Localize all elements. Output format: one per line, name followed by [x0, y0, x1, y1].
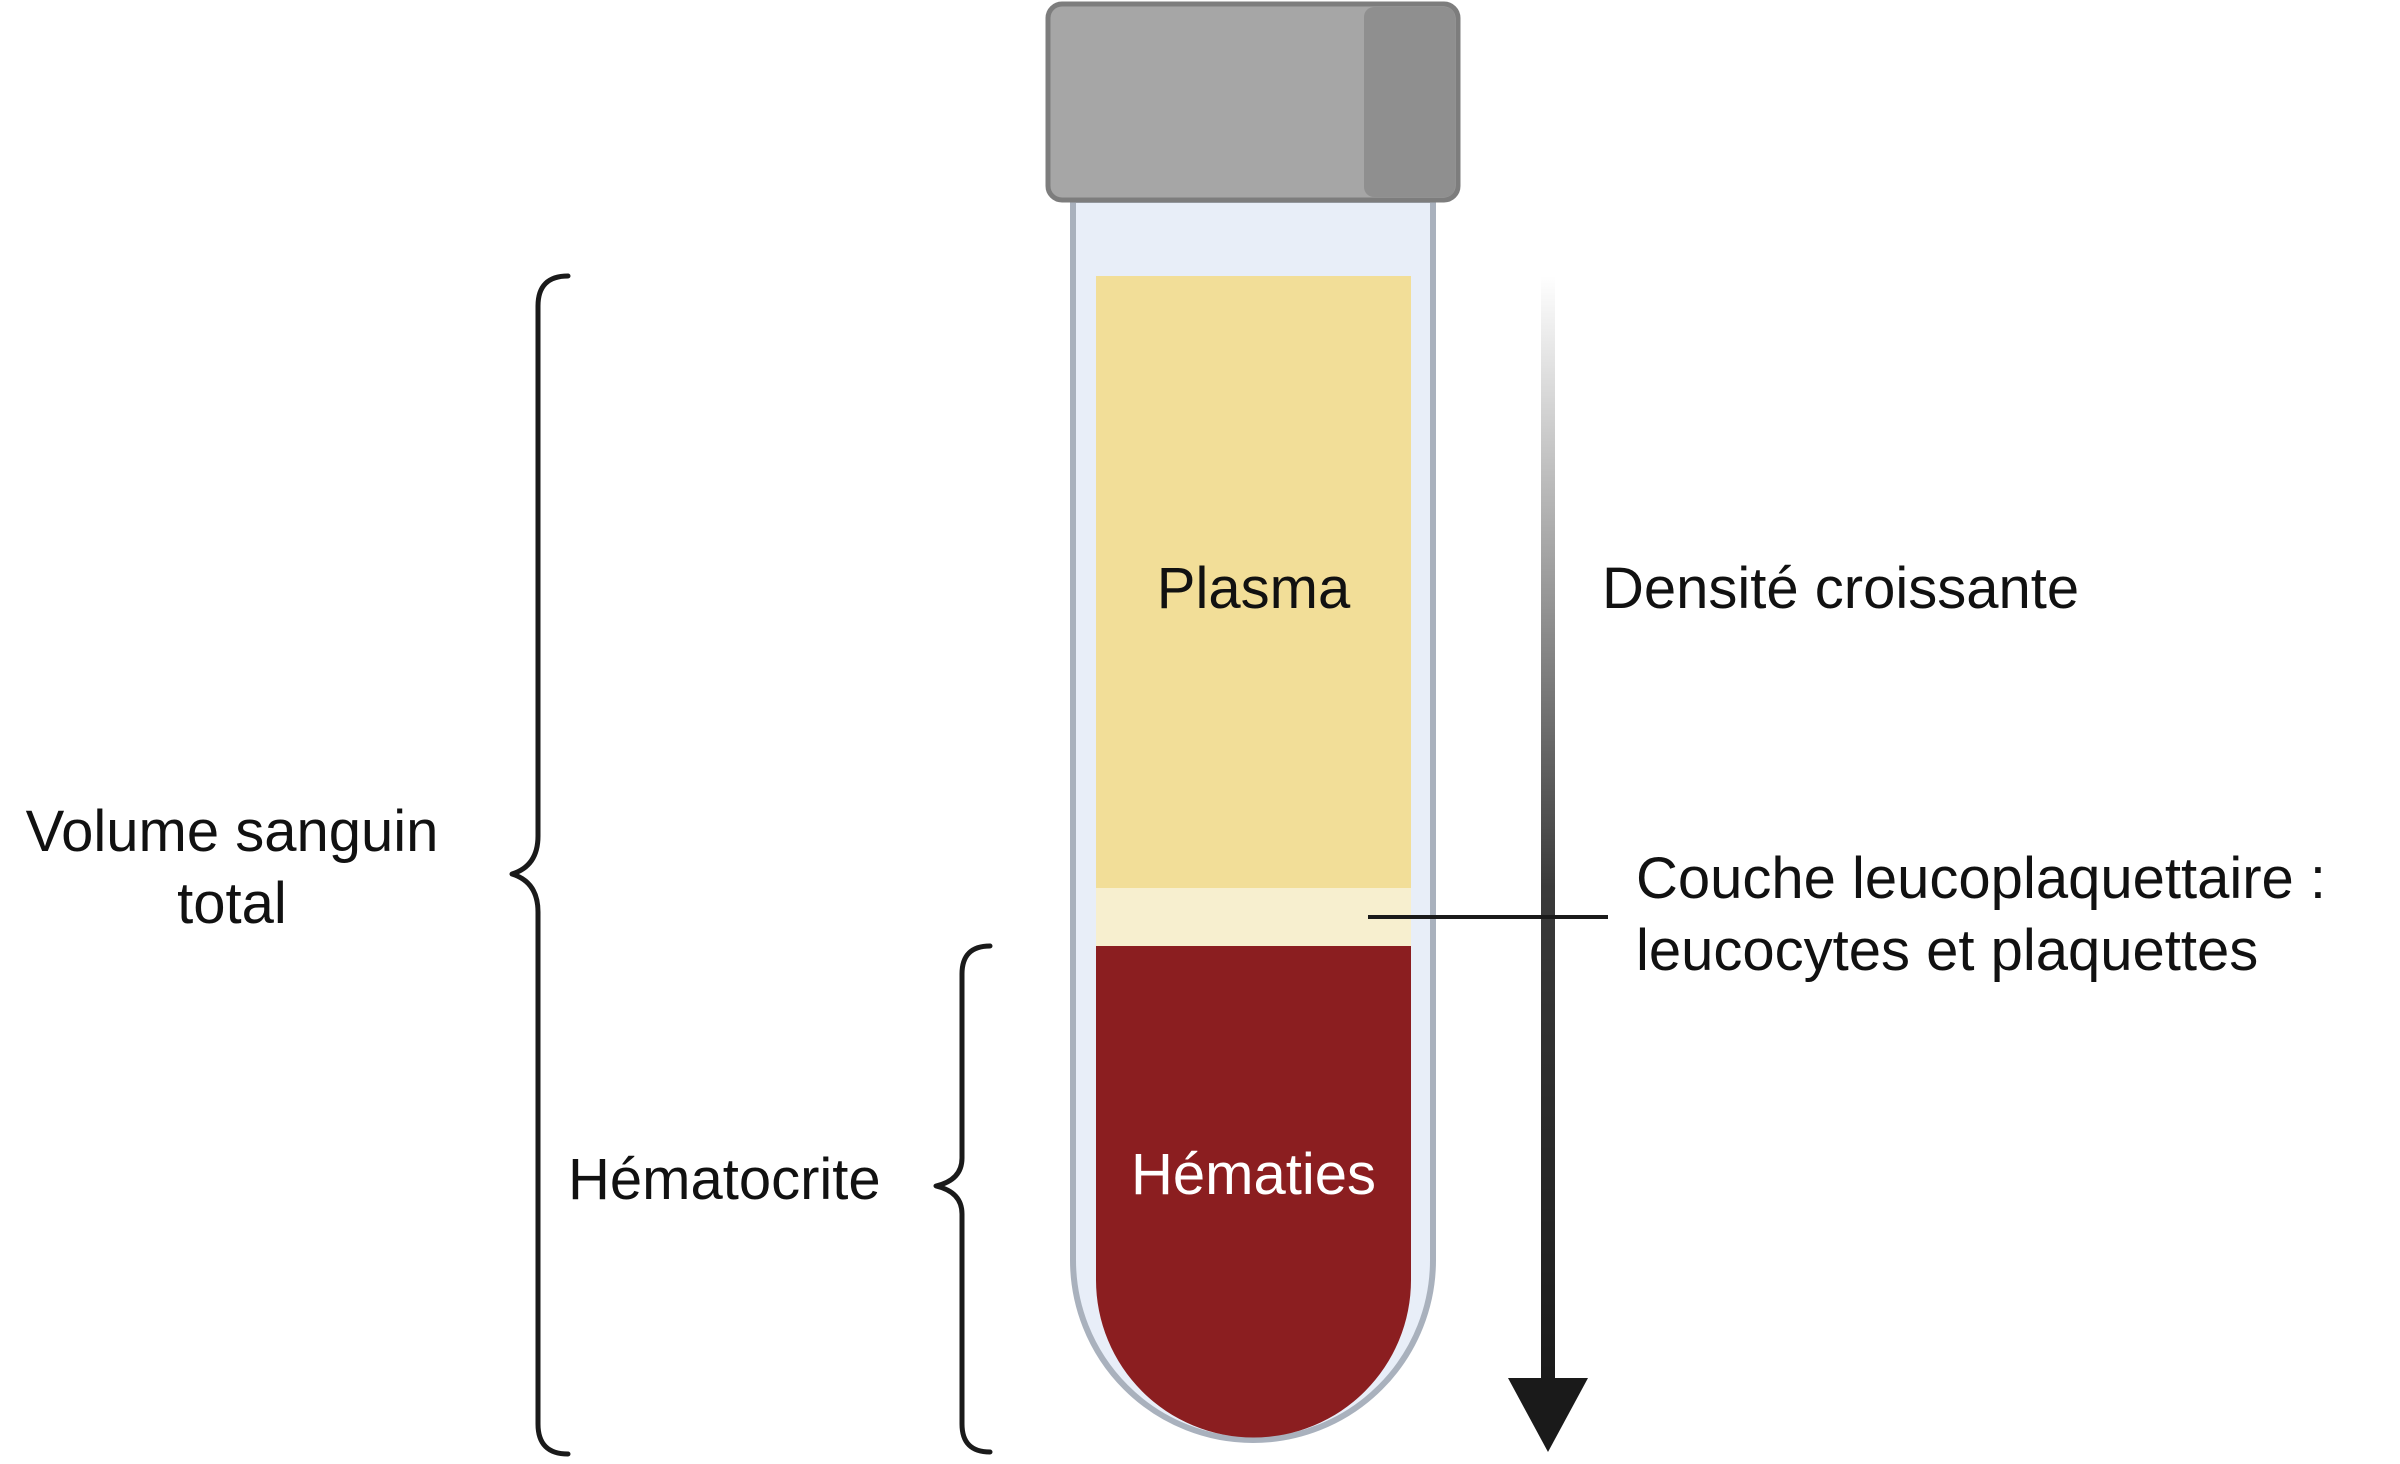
total-volume-label-line2: total	[177, 871, 287, 936]
total-volume-label: Volume sanguin total	[0, 796, 464, 940]
tube-cap	[1045, 1, 1461, 203]
buffy-coat-label-line2: leucocytes et plaquettes	[1636, 918, 2259, 983]
plasma-layer	[1096, 276, 1411, 888]
hematies-layer	[1096, 946, 1411, 1438]
density-arrow-head	[1508, 1378, 1588, 1452]
density-arrow-shaft	[1541, 276, 1555, 1388]
buffy-coat-label: Couche leucoplaquettaire : leucocytes et…	[1636, 843, 2326, 987]
buffy-coat-label-line1: Couche leucoplaquettaire :	[1636, 846, 2327, 911]
total-volume-brace	[509, 273, 571, 1457]
plasma-label: Plasma	[1156, 556, 1351, 621]
tube-cap-shadow	[1364, 7, 1455, 197]
hematocrite-label: Hématocrite	[568, 1147, 881, 1212]
density-label: Densité croissante	[1602, 556, 2080, 621]
hematocrite-brace	[933, 943, 993, 1455]
total-volume-label-line1: Volume sanguin	[25, 799, 439, 864]
buffy-coat-layer	[1096, 888, 1411, 946]
hematies-label: Hématies	[1131, 1142, 1376, 1207]
